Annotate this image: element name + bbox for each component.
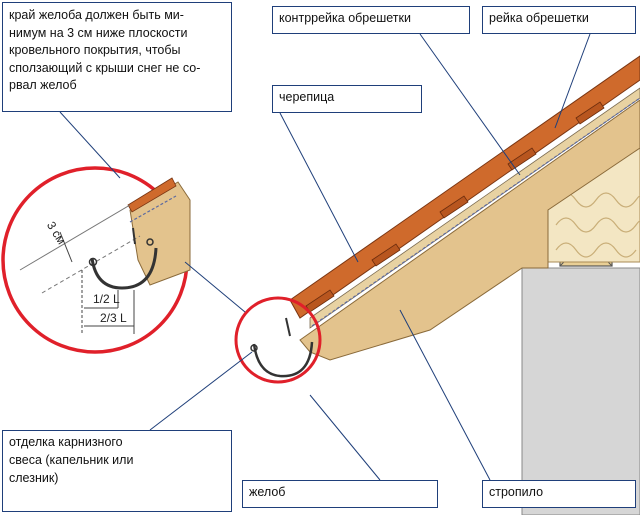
note-line-1: край желоба должен быть ми- <box>9 8 184 22</box>
eave-gutter <box>250 317 314 378</box>
note-line-2: нимум на 3 см ниже плоскости <box>9 25 188 40</box>
counter-batten-label: контррейка обрешетки <box>272 6 470 34</box>
gutter-edge-note: край желоба должен быть ми- нимум на 3 с… <box>2 2 232 112</box>
batten-text: рейка обрешетки <box>489 11 589 25</box>
counter-batten-text: контррейка обрешетки <box>279 11 411 25</box>
rafter-label: стропило <box>482 480 636 508</box>
rafter <box>299 99 640 361</box>
gutter-label: желоб <box>242 480 438 508</box>
batten-label: рейка обрешетки <box>482 6 636 34</box>
leader-lines <box>59 33 591 481</box>
drip-line-1: отделка карнизного <box>9 435 123 449</box>
counter-batten <box>309 87 640 329</box>
gutter-text: желоб <box>249 485 286 499</box>
note-line-3: кровельного покрытия, чтобы <box>9 43 181 57</box>
dim-half-l: 1/2 L <box>93 292 120 306</box>
roof-tiles <box>289 55 640 319</box>
note-line-4: сползающий с крыши снег не со- <box>9 60 201 75</box>
dim-two-thirds-l: 2/3 L <box>100 311 127 325</box>
rafter-text: стропило <box>489 485 544 499</box>
drip-line-3: слезник) <box>9 471 59 485</box>
eave-callout-ring <box>234 296 322 384</box>
drip-line-2: свеса (капельник или <box>9 453 134 467</box>
tile-text: черепица <box>279 90 335 104</box>
magnified-detail: 3 см 1/2 L 2/3 L <box>1 166 191 354</box>
drip-edge-label: отделка карнизного свеса (капельник или … <box>2 430 232 512</box>
note-line-5: рвал желоб <box>9 78 77 92</box>
tile-label: черепица <box>272 85 422 113</box>
